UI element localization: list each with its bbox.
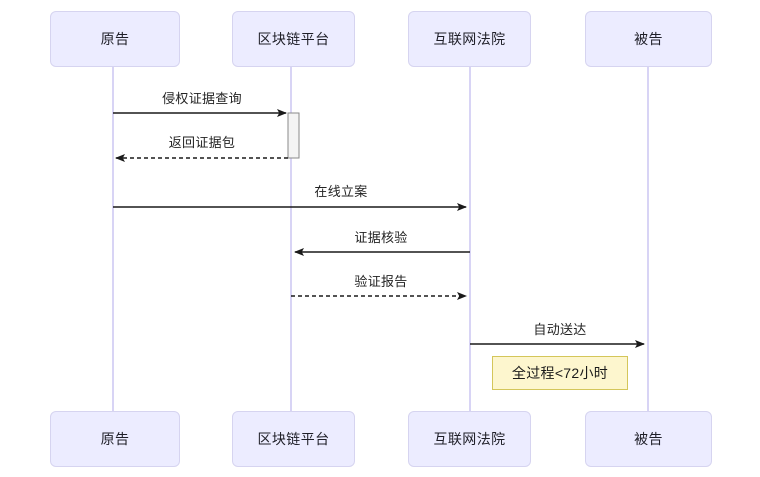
participant-box-bottom-plaintiff[interactable]: 原告 xyxy=(50,411,180,467)
participant-box-bottom-defendant[interactable]: 被告 xyxy=(585,411,712,467)
participant-label: 原告 xyxy=(100,431,130,447)
note-text: 全过程<72小时 xyxy=(511,365,609,381)
message-label-3: 在线立案 xyxy=(314,184,368,199)
participant-label: 被告 xyxy=(634,31,663,47)
participant-box-top-defendant[interactable]: 被告 xyxy=(585,11,712,67)
participant-label: 区块链平台 xyxy=(257,431,330,447)
participant-label: 被告 xyxy=(634,431,663,447)
participant-box-top-blockchain[interactable]: 区块链平台 xyxy=(232,11,355,67)
participant-label: 区块链平台 xyxy=(257,31,330,47)
participant-box-top-court[interactable]: 互联网法院 xyxy=(408,11,531,67)
message-label-2: 返回证据包 xyxy=(168,135,236,150)
message-arrows xyxy=(113,109,645,348)
message-label-6: 自动送达 xyxy=(533,322,587,337)
participant-label: 互联网法院 xyxy=(433,31,506,47)
participant-box-bottom-blockchain[interactable]: 区块链平台 xyxy=(232,411,355,467)
participant-box-top-plaintiff[interactable]: 原告 xyxy=(50,11,180,67)
message-label-5: 验证报告 xyxy=(354,274,408,289)
note-box-duration: 全过程<72小时 xyxy=(492,356,628,390)
participant-label: 原告 xyxy=(100,31,130,47)
message-label-1: 侵权证据查询 xyxy=(162,91,242,106)
participant-label: 互联网法院 xyxy=(433,431,506,447)
activation-bar-blockchain xyxy=(287,112,300,159)
message-label-4: 证据核验 xyxy=(354,230,408,245)
participant-box-bottom-court[interactable]: 互联网法院 xyxy=(408,411,531,467)
